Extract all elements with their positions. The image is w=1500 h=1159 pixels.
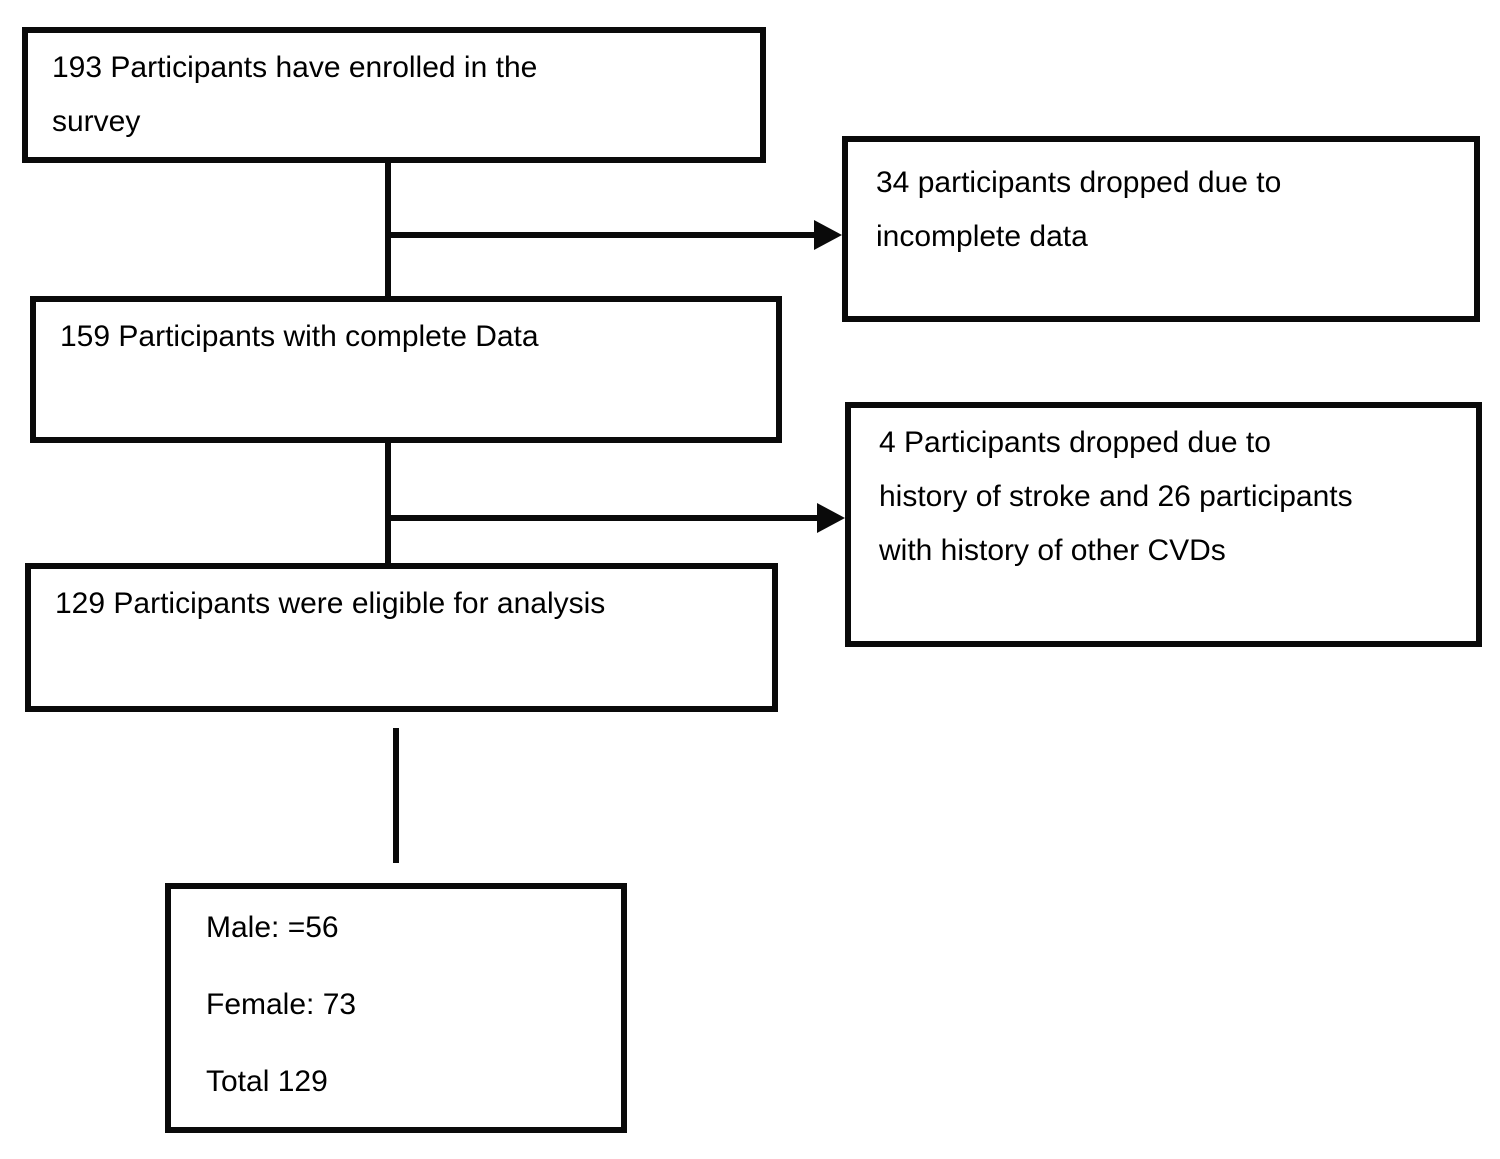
arrow-head-icon-incomplete <box>814 220 842 250</box>
flow-box-eligible: 129 Participants were eligible for analy… <box>25 563 778 712</box>
flow-box-complete-data-text: 159 Participants with complete Data <box>60 320 539 353</box>
summary-line-male: Male: =56 <box>206 911 339 944</box>
arrow-shaft-to-incomplete <box>388 232 814 238</box>
flow-box-eligible-text: 129 Participants were eligible for analy… <box>55 587 606 620</box>
connector-eligible-to-summary <box>393 728 399 863</box>
exclusion-box-stroke-cvd: 4 Participants dropped due to history of… <box>845 402 1482 647</box>
summary-line-total: Total 129 <box>206 1065 328 1098</box>
arrow-shaft-to-cvd <box>388 515 817 521</box>
exclusion-box-incomplete-data-text: 34 participants dropped due to incomplet… <box>876 166 1282 253</box>
exclusion-box-stroke-cvd-text: 4 Participants dropped due to history of… <box>879 426 1353 567</box>
summary-line-female: Female: 73 <box>206 988 357 1021</box>
exclusion-box-incomplete-data: 34 participants dropped due to incomplet… <box>842 136 1480 322</box>
flow-box-complete-data: 159 Participants with complete Data <box>30 296 782 443</box>
connector-enrolled-to-complete <box>385 163 391 296</box>
connector-complete-to-eligible <box>385 443 391 563</box>
flow-box-enrolled: 193 Participants have enrolled in the su… <box>22 27 766 163</box>
arrow-head-icon-cvd <box>817 503 845 533</box>
flow-box-enrolled-text: 193 Participants have enrolled in the su… <box>52 51 538 138</box>
summary-box-gender: Male: =56 Female: 73 Total 129 <box>165 883 627 1133</box>
